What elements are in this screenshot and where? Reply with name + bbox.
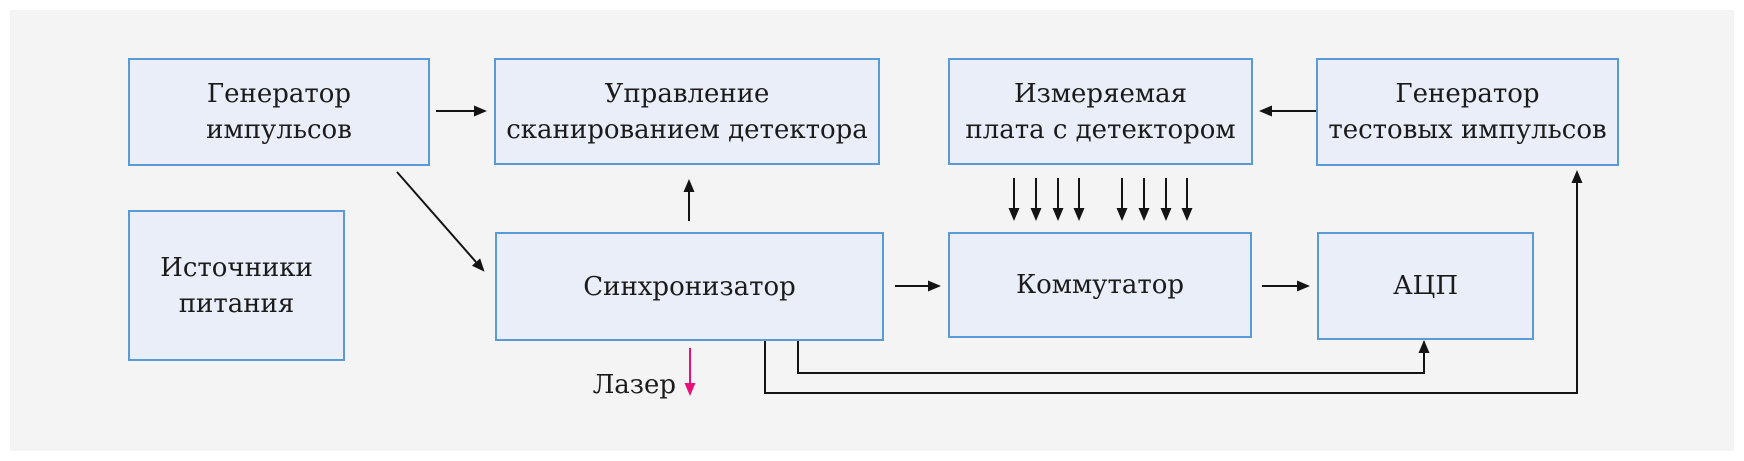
node-adc: АЦП — [1317, 232, 1534, 340]
node-synchronizer-label: Синхронизатор — [583, 271, 796, 302]
node-scan-control-label: Управление сканированием детектора — [506, 78, 868, 145]
node-commutator: Коммутатор — [948, 232, 1252, 338]
node-pulse-generator: Генератор импульсов — [128, 58, 430, 166]
node-test-pulse-generator-label: Генератор тестовых импульсов — [1328, 79, 1607, 145]
node-power-supplies: Источники питания — [128, 210, 345, 361]
node-power-supplies-label: Источники питания — [160, 252, 313, 319]
node-adc-label: АЦП — [1392, 271, 1459, 301]
node-synchronizer: Синхронизатор — [495, 232, 884, 341]
node-pulse-generator-label: Генератор импульсов — [206, 79, 352, 145]
node-commutator-label: Коммутатор — [1015, 270, 1185, 300]
node-scan-control: Управление сканированием детектора — [494, 58, 880, 165]
node-measured-board: Измеряемая плата с детектором — [948, 58, 1253, 165]
node-test-pulse-generator: Генератор тестовых импульсов — [1316, 58, 1619, 166]
node-measured-board-label: Измеряемая плата с детектором — [965, 78, 1236, 145]
laser-label: Лазер — [592, 370, 676, 400]
